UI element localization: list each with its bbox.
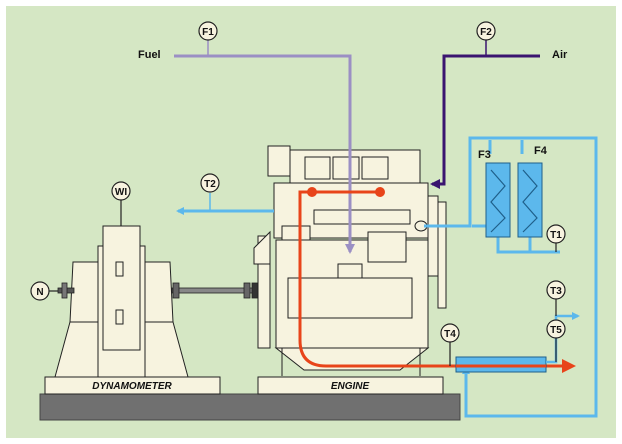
svg-text:T3: T3 xyxy=(550,286,562,297)
gauge-f2: F2 xyxy=(476,21,496,41)
drive-shaft xyxy=(171,287,257,294)
gauge-t1: T1 xyxy=(546,224,566,252)
dynamometer xyxy=(54,225,189,378)
svg-text:T1: T1 xyxy=(550,230,562,241)
f3-label: F3 xyxy=(478,149,491,161)
rotameter-f4 xyxy=(517,162,543,238)
svg-text:T5: T5 xyxy=(550,325,562,336)
exhaust-port-2 xyxy=(375,187,385,197)
air-label: Air xyxy=(552,49,568,61)
dyno-shaft-coupling-left xyxy=(61,282,68,299)
gauge-t5: T5 xyxy=(546,319,566,362)
fuel-label: Fuel xyxy=(138,49,161,61)
svg-text:WI: WI xyxy=(115,187,127,198)
svg-text:N: N xyxy=(36,287,43,298)
air-line xyxy=(430,54,540,189)
dynamometer-label: DYNAMOMETER xyxy=(92,381,172,392)
rotameter-f3-float xyxy=(490,169,506,233)
svg-text:T4: T4 xyxy=(444,329,456,340)
fuel-line xyxy=(174,54,355,254)
water-loop xyxy=(424,136,598,418)
rotameter-f3 xyxy=(485,162,511,238)
shaft-coupling-left xyxy=(172,282,180,299)
rotameter-f4-float xyxy=(522,169,538,233)
gauge-n: N xyxy=(30,281,58,301)
engine-base xyxy=(257,376,444,395)
engine-label: ENGINE xyxy=(331,381,370,392)
gauge-t2: T2 xyxy=(200,173,220,193)
svg-text:T2: T2 xyxy=(204,179,216,190)
shaft-coupling-right xyxy=(243,282,251,299)
gauge-t4: T4 xyxy=(440,323,460,366)
gauge-t3: T3 xyxy=(546,280,566,316)
gauge-f1: F1 xyxy=(198,21,218,41)
exhaust-line xyxy=(298,190,576,373)
test-bed xyxy=(39,393,461,421)
f4-label: F4 xyxy=(534,145,548,157)
gauge-wi: WI xyxy=(111,181,131,226)
svg-text:F2: F2 xyxy=(480,27,492,38)
svg-text:F1: F1 xyxy=(202,27,214,38)
